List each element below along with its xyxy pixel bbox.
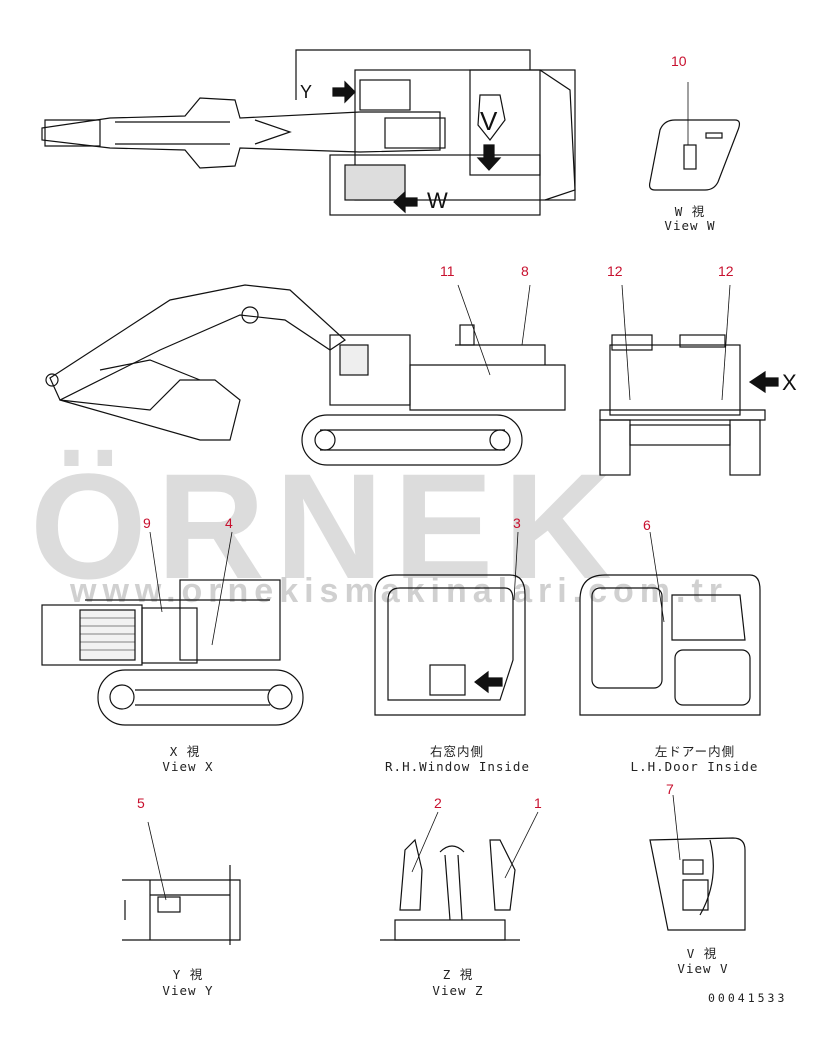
caption-view-v: View V [677,961,729,976]
caption-view-w: View W [664,218,716,233]
top-plan-view [41,49,576,216]
callout-4: 4 [225,515,233,531]
callout-3: 3 [513,515,521,531]
callout-12-right: 12 [718,263,734,279]
caption-view-z-jp: Z 視 [442,967,474,982]
caption-view-x-jp: X 視 [169,744,201,759]
callout-7: 7 [666,781,674,797]
rear-view [599,284,779,476]
rh-window [374,531,526,716]
caption-view-y: View Y [162,983,214,998]
drawing-code: 00041533 [708,991,788,1005]
view-v [649,794,746,931]
callout-1: 1 [534,795,542,811]
callout-12-left: 12 [607,263,623,279]
callout-9: 9 [143,515,151,531]
caption-view-z: View Z [432,983,484,998]
callout-10: 10 [671,53,687,69]
caption-lh-door-jp: 左ドアー内側 [654,744,736,759]
view-letter-x: X [782,370,797,395]
callout-11: 11 [440,263,455,279]
callout-6: 6 [643,517,651,533]
side-view-excavator [45,284,566,466]
callout-8: 8 [521,263,529,279]
view-z [380,811,539,941]
caption-view-w-jp: W 視 [674,204,706,219]
caption-view-x: View X [162,759,214,774]
view-letter-y: Y [300,82,313,102]
caption-view-v-jp: V 視 [686,946,718,961]
caption-rh-window-jp: 右窓内側 [429,744,484,759]
view-x [41,531,304,726]
watermark-site: www.ornekismakinalari.com.tr [70,572,729,610]
callout-5: 5 [137,795,145,811]
view-w-decal [648,82,741,191]
caption-view-y-jp: Y 視 [172,967,204,982]
lh-door [579,531,761,716]
caption-rh-window: R.H.Window Inside [385,759,530,774]
view-y [122,821,241,945]
caption-lh-door: L.H.Door Inside [630,759,759,774]
callout-2: 2 [434,795,442,811]
view-letter-v: V [480,106,498,136]
view-letter-w: W [427,188,448,213]
